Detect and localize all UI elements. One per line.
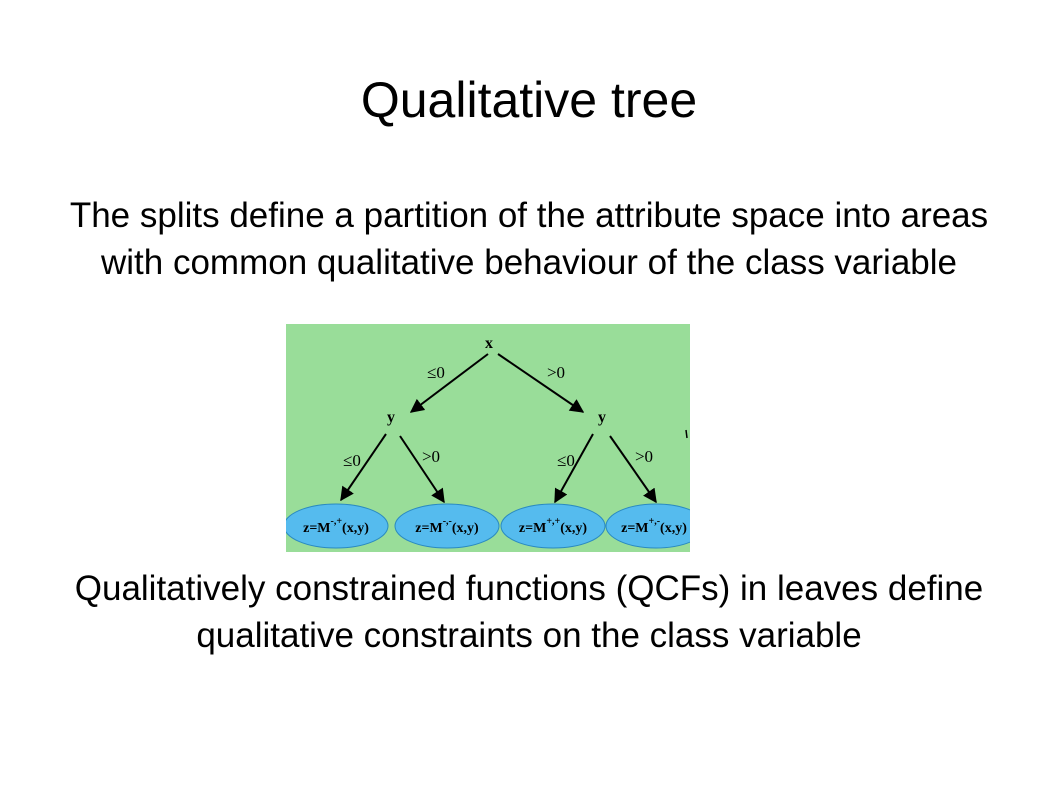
leaf-1: z=M-,+(x,y) — [286, 503, 389, 549]
slide-title: Qualitative tree — [360, 72, 698, 128]
leaf-3: z=M+,+(x,y) — [500, 503, 606, 549]
root-node-label: x — [485, 335, 493, 352]
leaf-3-prefix: z=M — [519, 521, 546, 536]
leaf-1-prefix: z=M — [303, 521, 330, 536]
leaf-2-superscript: -,- — [443, 516, 452, 527]
root-left-branch-label: ≤0 — [427, 363, 445, 382]
leaf-4-superscript: +,- — [649, 516, 661, 527]
leaf-4-prefix: z=M — [621, 521, 648, 536]
edge-left-right — [399, 435, 445, 504]
leaf-3-args: (x,y) — [560, 521, 587, 536]
edge-right-left — [554, 433, 594, 504]
edge-root-right — [497, 353, 585, 413]
left-node-label: y — [387, 409, 395, 426]
svg-text:z=M-,+(x,y): z=M-,+(x,y) — [303, 516, 369, 536]
leaf-3-superscript: +,+ — [546, 516, 560, 527]
tree-svg: x y y ≤0 >0 ≤0 >0 ≤0 >0 z=M-,+(x,y) z=M-… — [286, 335, 690, 549]
leaf-4-ellipse — [605, 503, 690, 549]
leaf-4: z=M+,-(x,y) — [605, 503, 690, 549]
svg-text:z=M+,+(x,y): z=M+,+(x,y) — [519, 516, 587, 536]
right-node-left-branch-label: ≤0 — [557, 451, 575, 470]
leaf-1-superscript: -,+ — [331, 516, 343, 527]
leaf-2-args: (x,y) — [452, 521, 479, 536]
leaf-2: z=M-,-(x,y) — [394, 503, 500, 549]
qualitative-tree-diagram: x y y ≤0 >0 ≤0 >0 ≤0 >0 z=M-,+(x,y) z=M-… — [286, 324, 690, 552]
right-node-label: y — [598, 409, 606, 426]
leaf-1-ellipse — [286, 503, 389, 549]
root-right-branch-label: >0 — [547, 363, 565, 382]
left-node-right-branch-label: >0 — [422, 447, 440, 466]
cropped-edge-fragment — [685, 429, 688, 439]
leaf-2-prefix: z=M — [415, 521, 442, 536]
svg-text:z=M+,-(x,y): z=M+,-(x,y) — [621, 516, 687, 536]
description-bottom: Qualitatively constrained functions (QCF… — [74, 569, 984, 655]
edge-left-left — [340, 433, 387, 502]
right-node-right-branch-label: >0 — [635, 447, 653, 466]
edge-root-left — [409, 353, 489, 413]
leaf-3-ellipse — [500, 503, 606, 549]
left-node-left-branch-label: ≤0 — [343, 451, 361, 470]
description-top: The splits define a partition of the att… — [69, 196, 989, 282]
edge-right-right — [609, 435, 657, 504]
leaf-4-args: (x,y) — [660, 521, 687, 536]
leaf-2-ellipse — [394, 503, 500, 549]
svg-text:z=M-,-(x,y): z=M-,-(x,y) — [415, 516, 479, 536]
leaf-1-args: (x,y) — [342, 521, 369, 536]
